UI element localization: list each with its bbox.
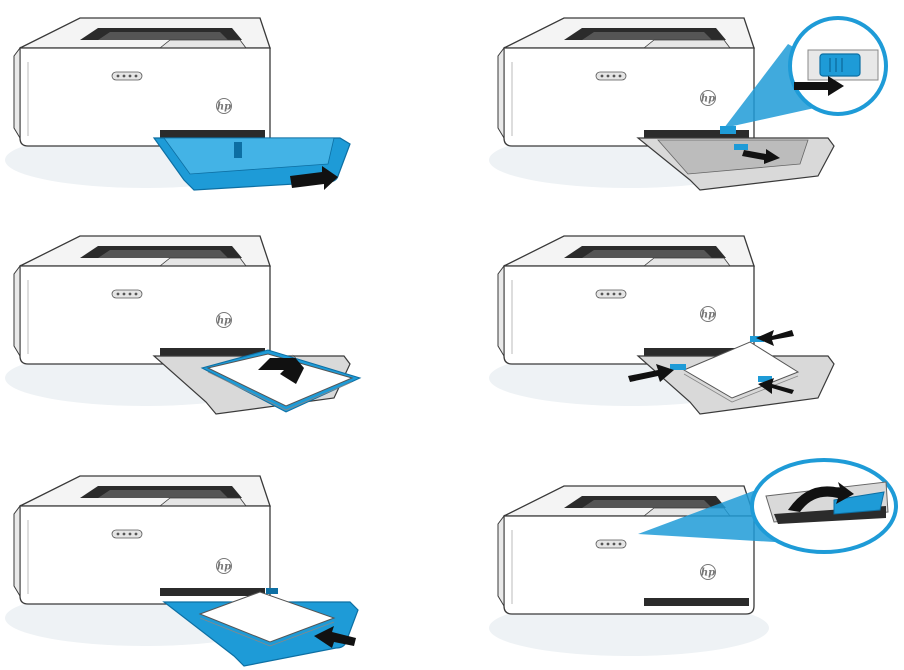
printer-load-paper-icon: hp [4,222,374,432]
hp-logo: hp [701,91,716,106]
step-2-guide-release: hp [488,4,904,204]
step-1-tray-pull-out: hp [4,4,354,204]
step-3-load-paper: hp [4,222,374,432]
printer-close-tray-icon: hp [4,452,374,670]
step-6-extend-output-tray: hp [488,452,904,670]
printer-tray-pull-out-icon: hp [4,4,354,204]
hp-logo: hp [701,565,716,580]
printer-guide-release-icon: hp [488,4,904,204]
hp-logo: hp [701,307,716,322]
printer-extend-output-tray-icon: hp [488,452,904,670]
svg-text:hp: hp [217,316,231,327]
svg-text:hp: hp [217,102,231,113]
printer-adjust-guides-icon: hp [488,222,858,432]
hp-logo: hp [217,99,232,114]
hp-logo: hp [217,559,232,574]
svg-text:hp: hp [701,310,715,321]
hp-logo: hp [217,313,232,328]
step-4-adjust-guides: hp [488,222,858,432]
step-5-close-tray: hp [4,452,374,670]
svg-text:hp: hp [701,568,715,579]
svg-text:hp: hp [701,94,715,105]
svg-text:hp: hp [217,562,231,573]
